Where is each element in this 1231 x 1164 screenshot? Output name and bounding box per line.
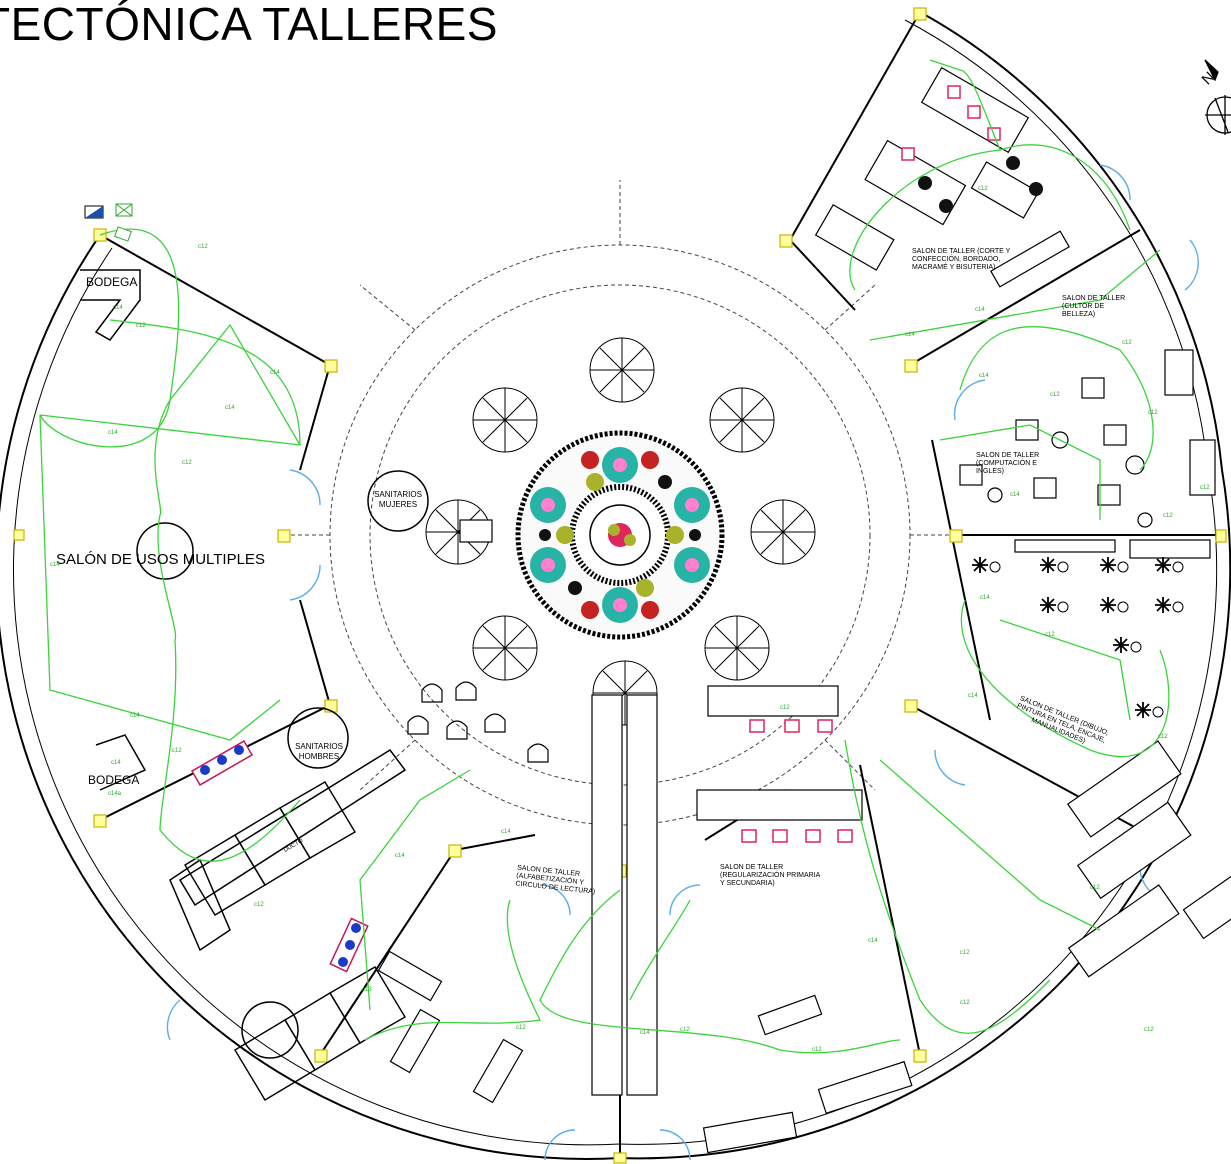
- room-label-taller-regularizacion: SALON DE TALLER (REGULARIZACIÓN PRIMARIA…: [720, 864, 820, 887]
- room-label-taller-computacion: SALON DE TALLER (COMPUTACIÓN E INGLES): [976, 452, 1040, 475]
- electrical-wiring: [39, 59, 1170, 1054]
- circuit-label: c12: [198, 244, 208, 250]
- circuit-label: c14: [225, 405, 235, 411]
- furniture-belleza-dryers: [987, 431, 1153, 528]
- room-label-bodega-top: BODEGA: [86, 275, 138, 289]
- armchairs-alfabetizacion: [407, 681, 549, 763]
- planter-ring: [530, 447, 710, 623]
- doors: [166, 164, 1199, 1161]
- circuit-label: c14: [111, 760, 121, 766]
- legend-symbols: [84, 203, 133, 242]
- room-label-taller-corte: SALON DE TALLER (CORTE Y CONFECCIÓN, BOR…: [912, 248, 1011, 271]
- furniture-corte: [814, 66, 1070, 288]
- circuit-label: c12: [1144, 1027, 1154, 1033]
- circuit-label: c12: [1163, 513, 1173, 519]
- bodegas: [80, 269, 147, 791]
- circuit-label: c12: [680, 1027, 690, 1033]
- furniture-alfabetizacion: [377, 519, 658, 1104]
- page-title: TECTÓNICA TALLERES: [0, 0, 498, 50]
- circuit-label: c12: [182, 460, 192, 466]
- circuit-label: c12: [136, 323, 146, 329]
- room-label-usos-multiples: SALÓN DE USOS MULTIPLES: [56, 551, 265, 568]
- room-label-sanitarios-mujeres: SANITARIOS MUJERES: [374, 490, 422, 509]
- sinks: [190, 740, 369, 973]
- circuit-label: c14: [50, 562, 60, 568]
- circuit-label: c12: [780, 705, 790, 711]
- chairs-red-regularizacion: [741, 719, 853, 843]
- circuit-label: c12: [978, 186, 988, 192]
- umbrellas: [425, 337, 816, 726]
- circuit-label: c12: [960, 1000, 970, 1006]
- circuit-label: c14: [501, 829, 511, 835]
- circuit-label: c14: [270, 370, 280, 376]
- furniture-regularizacion: [696, 685, 913, 1154]
- circuit-label: c14: [868, 938, 878, 944]
- circuit-label: c13: [362, 987, 372, 993]
- circuit-label: c12: [1158, 734, 1168, 740]
- furniture-belleza: [959, 349, 1216, 559]
- furniture-computacion: [1066, 740, 1231, 978]
- circuit-label: c12: [1050, 392, 1060, 398]
- circuit-label: c14: [980, 595, 990, 601]
- circuit-label: c12: [172, 748, 182, 754]
- restroom-stalls: [184, 781, 406, 1101]
- circuit-label: c14: [968, 693, 978, 699]
- circuit-label: c14: [113, 305, 123, 311]
- circuit-label: c14: [640, 1030, 650, 1036]
- circuit-label: c12: [1122, 340, 1132, 346]
- room-label-taller-cultor: SALON DE TALLER (CULTOR DE BELLEZA): [1062, 295, 1126, 318]
- circuit-label: c14: [130, 713, 140, 719]
- room-label-sanitarios-hombres: SANITARIOS HOMBRES: [295, 742, 343, 761]
- circuit-label: c14: [975, 307, 985, 313]
- circuit-label: c12: [1045, 632, 1055, 638]
- circuit-label: c14: [979, 373, 989, 379]
- chairs-red-corte: [901, 85, 1001, 161]
- circuit-label: c12: [254, 902, 264, 908]
- circuit-label: c14: [395, 853, 405, 859]
- circuit-label: c14: [108, 430, 118, 436]
- circuit-label: c14: [905, 332, 915, 338]
- circuit-label: c12: [1200, 485, 1210, 491]
- circuit-label: c14a: [108, 791, 122, 797]
- sanitary-block: [136, 470, 429, 1059]
- circuit-label: c12: [812, 1047, 822, 1053]
- circuit-label: c14: [1010, 492, 1020, 498]
- room-label-bodega-bottom: BODEGA: [88, 773, 140, 787]
- circuit-label: c12: [1090, 885, 1100, 891]
- circuit-label: c12: [960, 950, 970, 956]
- compass-icon: [1204, 59, 1231, 135]
- sewing-machines: [918, 156, 1043, 213]
- circuit-label: c12: [516, 1025, 526, 1031]
- easels: [972, 557, 1184, 718]
- circuit-label: c12: [1148, 410, 1158, 416]
